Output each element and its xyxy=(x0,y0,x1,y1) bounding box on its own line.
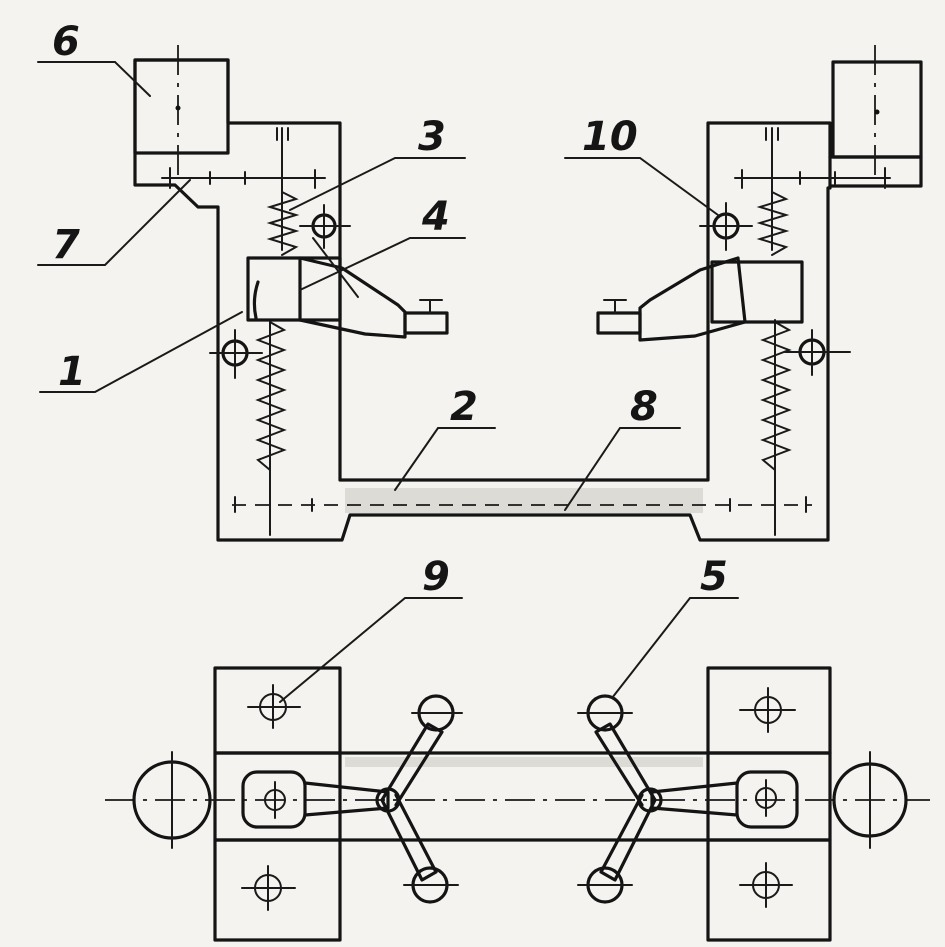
front-view xyxy=(133,45,923,542)
left-upper-spring xyxy=(266,191,300,256)
left-rod xyxy=(161,167,326,189)
label-1: 1 xyxy=(58,349,86,395)
right-rod xyxy=(734,167,891,189)
label-5: 5 xyxy=(700,554,728,600)
right-bottom-block xyxy=(706,838,832,942)
bolt-left-bottom xyxy=(241,865,296,911)
right-plan-arm xyxy=(650,781,739,817)
leader-lines xyxy=(37,61,739,703)
left-upper-pivot xyxy=(299,204,351,249)
left-weight-block xyxy=(133,58,230,155)
right-plan-slider xyxy=(735,770,799,829)
right-star-linkage xyxy=(577,694,663,904)
right-upper-spring xyxy=(756,191,790,256)
bolt-right-bottom xyxy=(739,862,793,908)
label-3: 3 xyxy=(418,114,446,160)
left-bottom-block xyxy=(213,838,342,942)
left-lower-spring xyxy=(255,321,287,471)
label-10: 10 xyxy=(582,114,638,160)
right-lower-pivot xyxy=(784,329,851,376)
left-end-weight xyxy=(132,751,212,849)
right-end-weight xyxy=(832,751,908,849)
right-lever xyxy=(638,256,747,342)
bottom-rod xyxy=(232,496,812,513)
left-plan-arm xyxy=(303,781,390,817)
frame-outline xyxy=(133,58,832,542)
right-upper-pivot xyxy=(699,202,753,251)
label-6: 6 xyxy=(52,19,80,65)
label-2: 2 xyxy=(450,384,478,430)
left-top-block xyxy=(213,666,342,755)
right-lower-spring xyxy=(760,321,792,471)
left-star-linkage xyxy=(375,694,463,904)
bolt-right-top xyxy=(739,687,796,733)
label-9: 9 xyxy=(422,554,450,600)
label-4: 4 xyxy=(421,194,450,240)
label-8: 8 xyxy=(630,384,658,430)
plan-view xyxy=(105,666,930,942)
left-lever xyxy=(298,256,407,339)
left-plan-slider xyxy=(241,770,307,829)
bolt-left-top xyxy=(247,684,301,729)
label-7: 7 xyxy=(52,222,80,268)
left-lower-pivot xyxy=(209,329,263,379)
left-slider xyxy=(246,256,342,322)
part-labels: 6 7 1 3 4 2 8 10 9 5 xyxy=(52,19,728,600)
right-slider xyxy=(710,260,804,324)
